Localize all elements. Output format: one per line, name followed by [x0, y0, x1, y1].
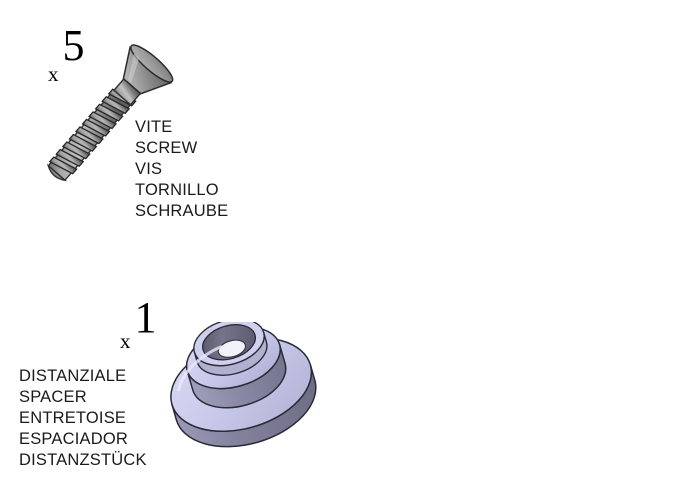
- screw-name-list: VITE SCREW VIS TORNILLO SCHRAUBE: [135, 117, 228, 222]
- screw-quantity-label: x5: [48, 21, 85, 85]
- screw-name-it: VITE: [135, 118, 173, 136]
- spacer-name-en: SPACER: [19, 388, 87, 406]
- spacer-icon: [170, 318, 317, 448]
- screw-quantity-prefix: x: [48, 62, 59, 86]
- screw-name-es: TORNILLO: [135, 181, 219, 199]
- screw-threads: [48, 88, 137, 175]
- spacer-quantity-prefix: x: [120, 329, 131, 353]
- spacer-highlight: [177, 344, 223, 392]
- screw-tip: [46, 163, 68, 182]
- screw-name-fr: VIS: [135, 160, 163, 178]
- screw-head-face: [130, 44, 174, 83]
- spacer-through-hole: [217, 339, 247, 358]
- spacer-name-de: DISTANZSTÜCK: [19, 451, 147, 469]
- spacer-quantity-label: x1: [120, 293, 157, 352]
- screw-icon: [46, 44, 174, 182]
- spacer-name-it: DISTANZIALE: [19, 367, 127, 385]
- spacer-illustration: [163, 318, 328, 477]
- screw-name-en: SCREW: [135, 139, 198, 157]
- spacer-name-fr: ENTRETOISE: [19, 409, 127, 427]
- screw-illustration: [36, 26, 196, 211]
- spacer-name-es: ESPACIADOR: [19, 430, 128, 448]
- spacer-name-list: DISTANZIALE SPACER ENTRETOISE ESPACIADOR…: [19, 366, 147, 471]
- spacer-quantity-value: 1: [134, 293, 157, 342]
- screw-head-highlight: [128, 53, 140, 83]
- screw-quantity-value: 5: [62, 21, 85, 70]
- screw-name-de: SCHRAUBE: [135, 202, 229, 220]
